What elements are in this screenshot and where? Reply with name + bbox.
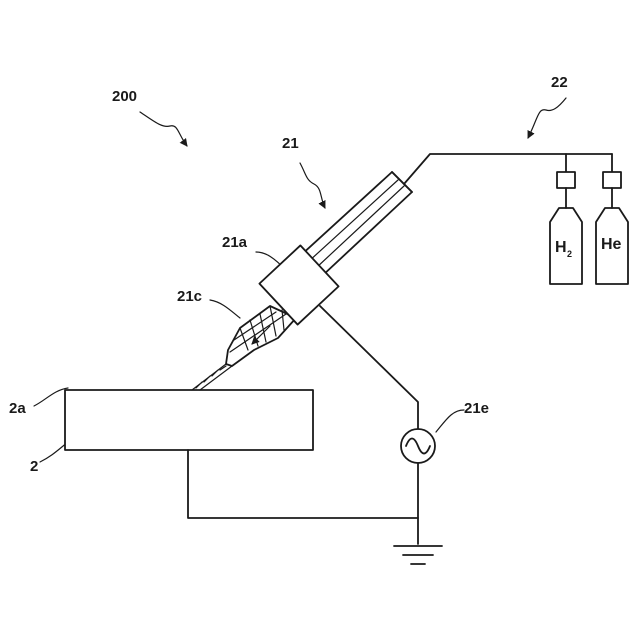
leader-21c [210,300,240,318]
label-21e: 21e [464,400,489,417]
label-2: 2 [30,458,38,475]
helium-valve [603,172,621,188]
ground-icon [394,546,442,564]
leader-21 [300,163,325,208]
helium-cylinder: He [596,172,628,284]
label-22: 22 [551,74,568,91]
label-21: 21 [282,135,299,152]
hydrogen-valve [557,172,575,188]
leader-200 [140,112,187,146]
hydrogen-label: H [555,239,567,256]
label-200: 200 [112,88,137,105]
helium-label: He [601,236,622,253]
leader-2a [34,388,68,406]
leader-2 [40,442,68,462]
gas-supply-line [404,154,612,184]
label-21a: 21a [222,234,248,251]
label-2a: 2a [9,400,26,417]
leader-21e [436,410,464,432]
leader-22 [528,98,566,138]
workpiece [65,390,313,450]
hydrogen-subscript: 2 [567,249,572,259]
plasma-jet [192,364,232,390]
label-21c: 21c [177,288,202,305]
hydrogen-cylinder: H 2 [550,172,582,284]
torch-body-21 [300,172,412,276]
